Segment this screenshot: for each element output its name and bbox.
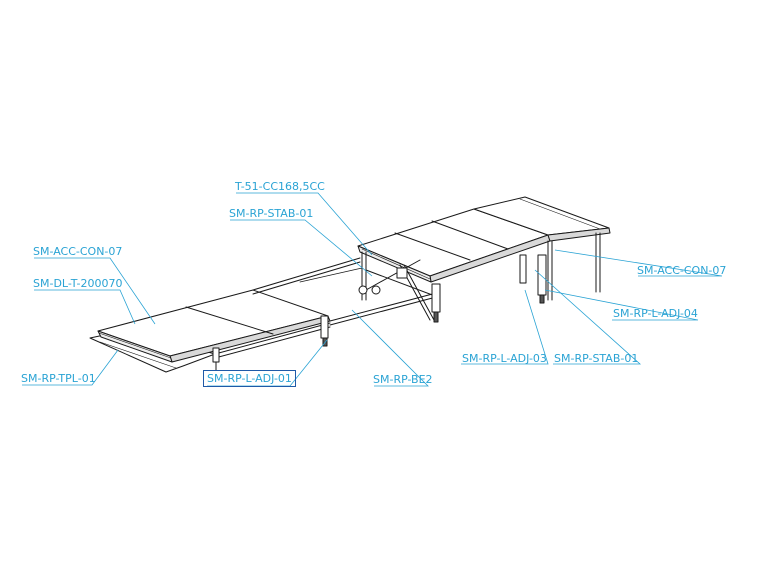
label-dl-t[interactable]: SM-DL-T-200070	[33, 277, 123, 290]
label-acc-con-right[interactable]: SM-ACC-CON-07	[637, 264, 727, 277]
label-l-adj-04[interactable]: SM-RP-L-ADJ-04	[613, 307, 698, 320]
label-l-adj-03[interactable]: SM-RP-L-ADJ-03	[462, 352, 547, 365]
label-stab-top[interactable]: SM-RP-STAB-01	[229, 207, 314, 220]
center-frame	[358, 251, 441, 323]
label-tpl[interactable]: SM-RP-TPL-01	[21, 372, 96, 385]
support-legs	[519, 232, 601, 304]
upper-deck	[357, 208, 551, 283]
label-l-adj-01[interactable]: SM-RP-L-ADJ-01	[203, 370, 296, 387]
leader-lines	[22, 192, 723, 387]
inclined-section	[473, 196, 611, 242]
label-t51[interactable]: T-51-CC168,5CC	[235, 180, 325, 193]
label-stab-bottom[interactable]: SM-RP-STAB-01	[554, 352, 639, 365]
label-acc-con-left[interactable]: SM-ACC-CON-07	[33, 245, 123, 258]
label-be2[interactable]: SM-RP-BE2	[373, 373, 433, 386]
